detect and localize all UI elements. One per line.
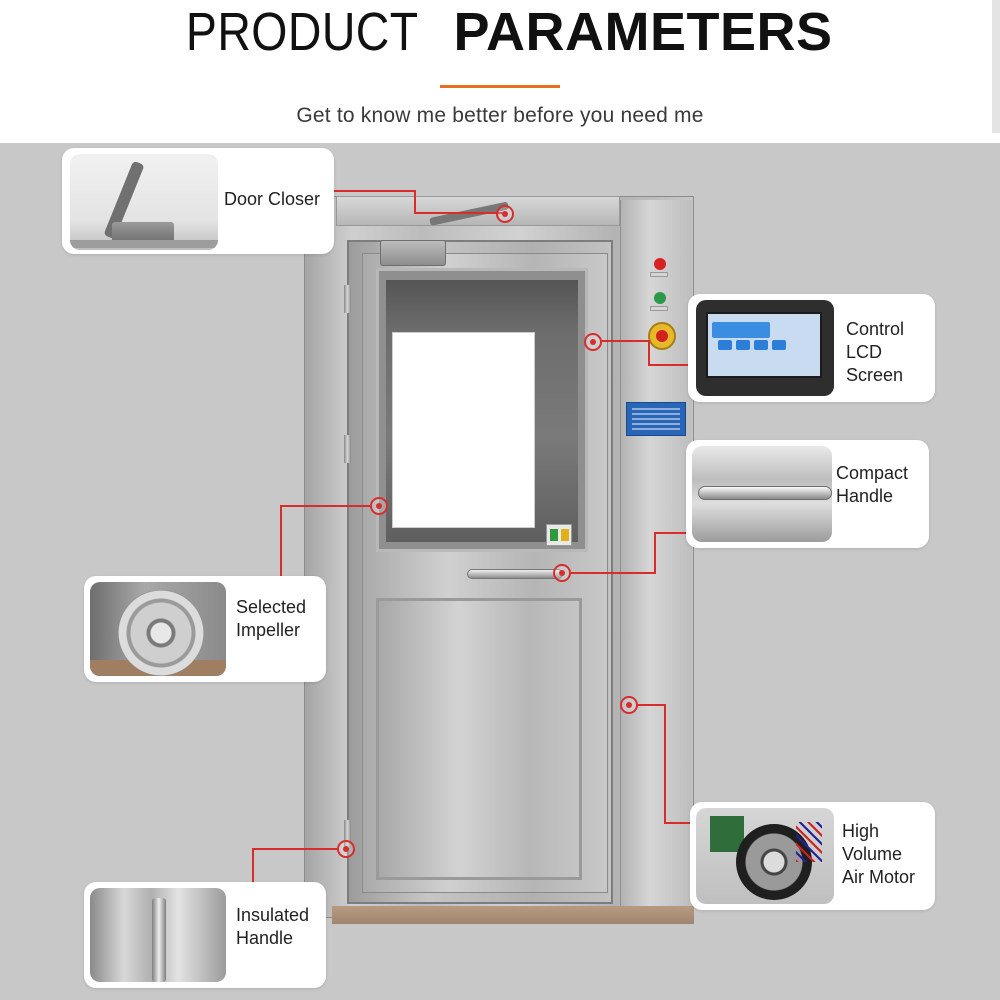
title-accent-line	[440, 85, 560, 88]
air-motor-photo-icon	[696, 808, 834, 904]
hinge-bottom	[344, 820, 351, 848]
door-switch-icon	[546, 524, 572, 546]
door-lower-panel	[376, 598, 582, 880]
title-light: PRODUCT	[186, 2, 420, 62]
label-line: High	[842, 821, 880, 841]
title-bold: PARAMETERS	[453, 2, 833, 62]
label-line: Control	[846, 319, 905, 339]
marker-air-motor	[620, 696, 638, 714]
callout-label: Control LCD Screen	[846, 318, 904, 387]
page-subtitle: Get to know me better before you need me	[296, 104, 704, 127]
label-line: Air Motor	[842, 867, 916, 887]
callout-door-closer: Door Closer	[62, 148, 334, 254]
marker-compact-handle	[553, 564, 571, 582]
door-closer-photo-icon	[70, 154, 218, 250]
callout-control-screen: Control LCD Screen	[688, 294, 935, 402]
label-line: Handle	[236, 928, 294, 948]
label-line: Volume	[842, 844, 903, 864]
leader-line	[280, 505, 370, 507]
leader-line	[664, 704, 666, 824]
leader-line	[414, 212, 506, 214]
green-button-icon	[654, 292, 666, 304]
impeller-photo-icon	[90, 582, 226, 676]
label-line: Handle	[836, 486, 894, 506]
callout-air-motor: High Volume Air Motor	[690, 802, 935, 910]
leader-line	[252, 848, 254, 884]
callout-label: Door Closer	[224, 189, 321, 209]
callout-impeller: Selected Impeller	[84, 576, 326, 682]
marker-insulated-handle	[337, 840, 355, 858]
page-title: PRODUCT PARAMETERS	[0, 2, 1000, 62]
callout-label: Insulated Handle	[236, 904, 309, 950]
button-tag	[650, 306, 668, 311]
label-line: Selected	[236, 597, 307, 617]
marker-impeller	[370, 497, 388, 515]
edge-strip	[992, 0, 1000, 133]
leader-line	[252, 848, 338, 850]
leader-line	[636, 704, 666, 706]
label-line: Insulated	[236, 905, 310, 925]
callout-label: Compact Handle	[836, 462, 908, 508]
door-handle	[467, 569, 563, 579]
leader-line	[654, 532, 656, 574]
closer-body	[380, 240, 446, 266]
callout-label: Selected Impeller	[236, 596, 306, 642]
leader-line	[600, 340, 650, 342]
window-inner-panel	[392, 332, 535, 528]
lcd-screen-photo-icon	[696, 300, 834, 396]
marker-control-screen	[584, 333, 602, 351]
leader-line	[280, 505, 282, 577]
sign-text-lines	[632, 408, 680, 430]
header: PRODUCT PARAMETERS Get to know me better…	[0, 0, 1000, 143]
red-button-icon	[654, 258, 666, 270]
leader-line	[654, 532, 688, 534]
leader-line	[648, 364, 698, 366]
hinge-middle	[344, 435, 351, 463]
handle-photo-icon	[692, 446, 832, 542]
leader-line	[664, 822, 698, 824]
label-line: Compact	[836, 463, 909, 483]
control-side-panel	[620, 200, 692, 910]
marker-door-closer	[496, 205, 514, 223]
button-tag	[650, 272, 668, 277]
cabinet-base	[332, 906, 694, 924]
callout-insulated-handle: Insulated Handle	[84, 882, 326, 988]
leader-line	[648, 340, 650, 366]
leader-line	[333, 190, 415, 192]
hinge-photo-icon	[90, 888, 226, 982]
callout-compact-handle: Compact Handle	[686, 440, 929, 548]
emergency-stop-icon	[648, 322, 676, 350]
leader-line	[414, 190, 416, 214]
leader-line	[570, 572, 656, 574]
label-line: Screen	[846, 365, 904, 385]
callout-label: High Volume Air Motor	[842, 820, 915, 889]
label-line: Impeller	[236, 620, 301, 640]
hinge-top	[344, 285, 351, 313]
label-line: LCD	[846, 342, 883, 362]
